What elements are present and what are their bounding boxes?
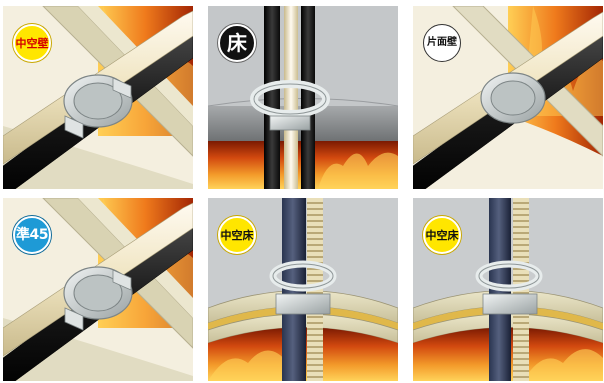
tile-hollow-floor-2: 中空床: [413, 198, 603, 381]
tile-single-sided-wall: 片面壁: [413, 6, 603, 189]
tile-floor: 床: [208, 6, 398, 189]
badge-single-sided-wall: 片面壁: [423, 24, 461, 62]
badge-quasi-45: 準45: [13, 216, 51, 254]
badge-hollow-wall: 中空壁: [13, 24, 51, 62]
badge-hollow-floor-1: 中空床: [218, 216, 256, 254]
badge-hollow-floor-2: 中空床: [423, 216, 461, 254]
tile-quasi-45: 準45: [3, 198, 193, 381]
tile-hollow-wall: 中空壁: [3, 6, 193, 189]
tile-hollow-floor-1: 中空床: [208, 198, 398, 381]
badge-floor: 床: [218, 24, 256, 62]
